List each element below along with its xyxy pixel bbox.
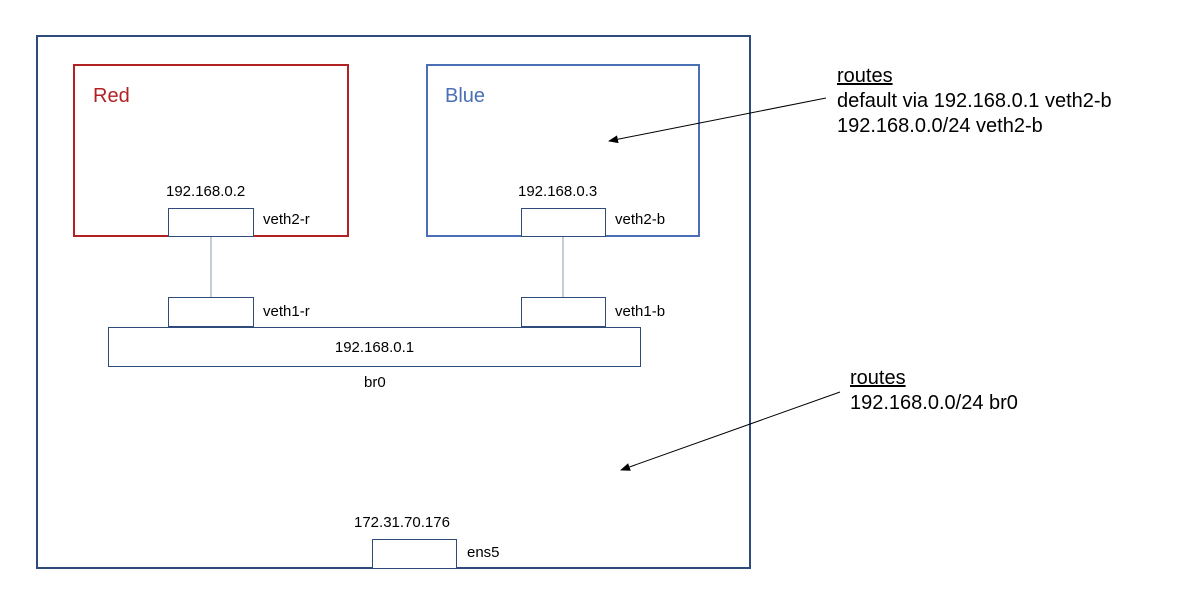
red-veth2-interface bbox=[168, 208, 254, 237]
bridge-ip-label: 192.168.0.1 bbox=[334, 338, 415, 356]
host-routes-note: routes 192.168.0.0/24 br0 bbox=[850, 366, 1018, 416]
red-veth1-label: veth1-r bbox=[263, 303, 310, 320]
blue-route-line: 192.168.0.0/24 veth2-b bbox=[837, 115, 1043, 137]
bridge-name-label: br0 bbox=[364, 374, 386, 391]
blue-veth1-label: veth1-b bbox=[615, 303, 666, 320]
blue-ip-label: 192.168.0.3 bbox=[518, 183, 598, 200]
blue-veth2-label: veth2-b bbox=[615, 211, 666, 228]
blue-routes-arrow bbox=[608, 97, 827, 144]
blue-routes-heading: routes bbox=[837, 65, 893, 87]
nic-ens5-interface bbox=[372, 539, 457, 569]
red-veth2-label: veth2-r bbox=[263, 211, 310, 228]
red-ip-label: 192.168.0.2 bbox=[166, 183, 246, 200]
blue-route-line: default via 192.168.0.1 veth2-b bbox=[837, 90, 1112, 112]
red-namespace-title: Red bbox=[93, 85, 130, 107]
blue-namespace-title: Blue bbox=[445, 85, 486, 107]
blue-routes-note: routes default via 192.168.0.1 veth2-b 1… bbox=[837, 64, 1112, 139]
host-route-line: 192.168.0.0/24 br0 bbox=[850, 392, 1018, 414]
blue-veth2-interface bbox=[521, 208, 606, 237]
host-routes-heading: routes bbox=[850, 367, 906, 389]
nic-name-label: ens5 bbox=[467, 544, 500, 561]
nic-ip-label: 172.31.70.176 bbox=[354, 514, 450, 531]
blue-veth1-interface bbox=[521, 297, 606, 327]
host-routes-arrow bbox=[620, 391, 841, 471]
bridge-br0: 192.168.0.1 bbox=[108, 327, 641, 367]
red-veth1-interface bbox=[168, 297, 254, 327]
